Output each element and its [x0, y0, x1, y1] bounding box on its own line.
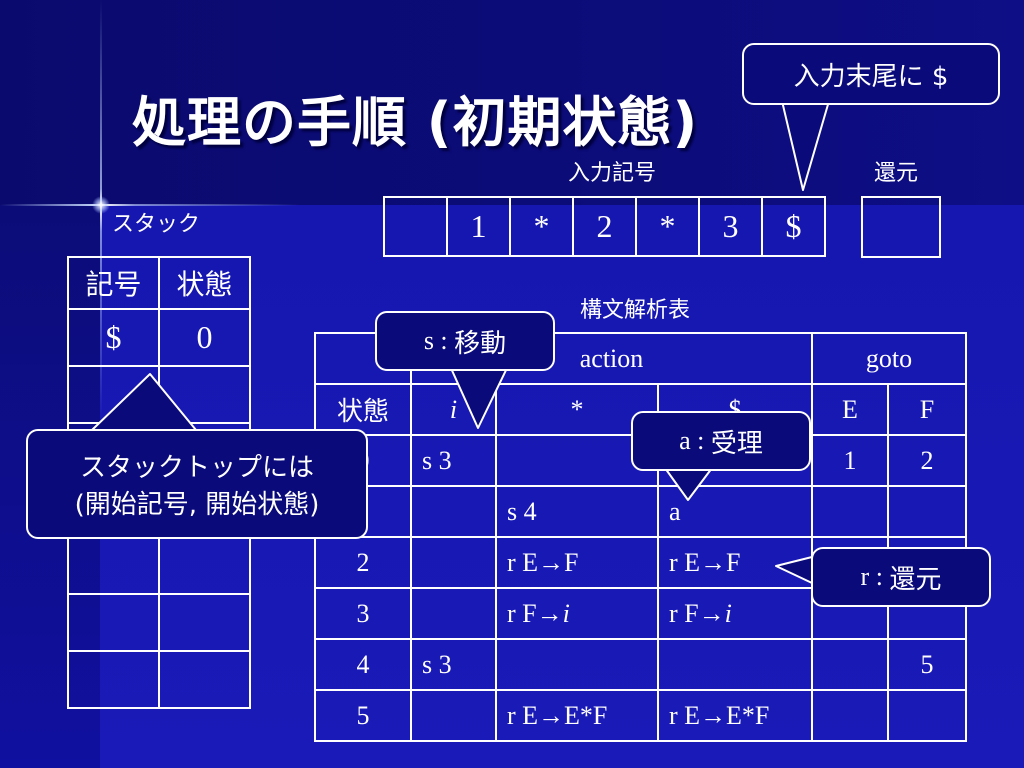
shift-callout-word: 移動: [454, 328, 507, 359]
accept-callout: a : 受理: [631, 411, 811, 471]
action-cell: r E→E*F: [495, 689, 659, 742]
stack-cell: 0: [158, 308, 251, 367]
action-cell: a: [657, 485, 813, 538]
stack-cell: [158, 536, 251, 595]
input-symbols-table: 1 * 2 * 3 $: [383, 196, 826, 257]
stack-top-callout: スタックトップには (開始記号, 開始状態): [26, 429, 368, 539]
stack-row: [67, 593, 251, 652]
light-flare-horizontal: [0, 204, 300, 206]
goto-cell: [887, 485, 967, 538]
goto-cell: [811, 638, 889, 691]
shift-callout-prefix: s :: [423, 326, 448, 355]
end-marker-callout-text: 入力末尾に $: [793, 61, 949, 92]
parse-table-label: 構文解析表: [580, 298, 691, 323]
action-cell: [410, 536, 497, 589]
parse-row: 4 s 3 5: [314, 638, 967, 691]
input-cell: 3: [698, 196, 763, 257]
header-F: F: [887, 383, 967, 436]
accept-callout-word: 受理: [710, 428, 763, 459]
action-cell: [495, 638, 659, 691]
stack-cell: $: [67, 308, 160, 367]
stack-top-callout-line2: (開始記号, 開始状態): [74, 490, 320, 520]
stack-cell: [158, 650, 251, 709]
input-row: 1 * 2 * 3 $: [383, 196, 826, 257]
action-cell: [410, 587, 497, 640]
goto-cell: 1: [811, 434, 889, 487]
goto-header: goto: [811, 332, 967, 385]
input-cell: *: [635, 196, 700, 257]
stack-row: [67, 536, 251, 595]
shift-callout-tail: [449, 365, 509, 429]
parse-table: action goto 状態 i * $ E F 0 s 3 1 2 1 s 4…: [314, 332, 967, 742]
action-cell: s 4: [495, 485, 659, 538]
reduce-callout-tail: [775, 556, 813, 584]
action-cell: [410, 689, 497, 742]
end-marker-callout: 入力末尾に $: [742, 43, 1000, 105]
action-cell: r E→F: [495, 536, 659, 589]
stack-cell: [158, 593, 251, 652]
input-cell: 1: [446, 196, 511, 257]
input-cell: 2: [572, 196, 637, 257]
slide-title: 処理の手順 (初期状態): [132, 91, 699, 154]
shift-callout: s : 移動: [375, 311, 555, 371]
grammar-symbol-i: i: [724, 598, 732, 628]
stack-top-callout-tail: [91, 373, 197, 431]
reduce-callout: r : 還元: [811, 547, 991, 607]
header-E: E: [811, 383, 889, 436]
state-cell: 3: [314, 587, 412, 640]
goto-cell: 5: [887, 638, 967, 691]
action-cell: s 3: [410, 638, 497, 691]
action-cell: r E→E*F: [657, 689, 813, 742]
stack-top-callout-line1: スタックトップには: [79, 453, 314, 483]
grammar-symbol-i: i: [562, 598, 570, 628]
reduce-box: [861, 196, 941, 258]
accept-callout-prefix: a :: [679, 426, 705, 455]
parse-row: 3 r F→i r F→i: [314, 587, 967, 640]
header-i-text: i: [449, 394, 458, 424]
input-cell: *: [509, 196, 574, 257]
stack-label: スタック: [112, 212, 201, 237]
action-cell: r E→F: [657, 536, 813, 589]
state-cell: 4: [314, 638, 412, 691]
action-cell: s 3: [410, 434, 497, 487]
stack-row: [67, 650, 251, 709]
stack-header-row: 記号 状態: [67, 256, 251, 310]
input-cell: [383, 196, 448, 257]
state-cell: 2: [314, 536, 412, 589]
state-cell: 5: [314, 689, 412, 742]
stack-row: $ 0: [67, 308, 251, 367]
stack-header-symbol: 記号: [67, 256, 160, 310]
stack-header-state: 状態: [158, 256, 251, 310]
action-cell: [657, 638, 813, 691]
action-cell: [410, 485, 497, 538]
input-symbols-label: 入力記号: [568, 161, 657, 186]
input-cell: $: [761, 196, 826, 257]
end-marker-callout-tail: [781, 100, 830, 191]
accept-callout-tail: [664, 467, 713, 501]
reduce-label: 還元: [874, 161, 919, 186]
action-cell: r F→i: [495, 587, 659, 640]
stack-cell: [67, 650, 160, 709]
goto-cell: [887, 689, 967, 742]
header-state: 状態: [314, 383, 412, 436]
parse-row: 5 r E→E*F r E→E*F: [314, 689, 967, 742]
action-cell: r F→i: [657, 587, 813, 640]
goto-cell: [811, 689, 889, 742]
goto-cell: 2: [887, 434, 967, 487]
stack-cell: [67, 536, 160, 595]
reduce-callout-word: 還元: [889, 564, 942, 595]
stack-cell: [67, 593, 160, 652]
reduce-callout-prefix: r :: [860, 562, 883, 591]
parse-row: 1 s 4 a: [314, 485, 967, 538]
parse-row: 2 r E→F r E→F: [314, 536, 967, 589]
goto-cell: [811, 485, 889, 538]
light-flare-center: [92, 196, 110, 214]
